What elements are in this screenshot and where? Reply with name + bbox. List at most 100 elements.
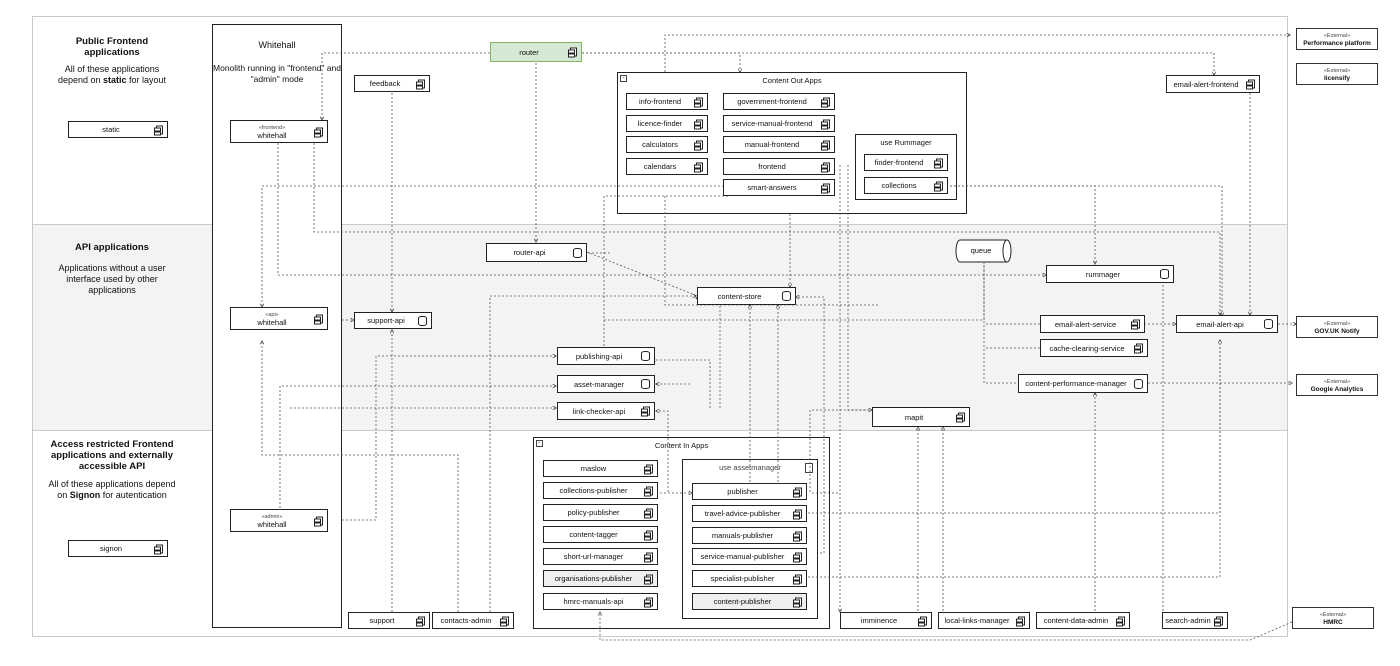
email-alert-service-component[interactable]: email-alert-service — [1040, 315, 1145, 333]
external-performance-platform[interactable]: «External»Performance platform — [1296, 28, 1378, 50]
whitehall-frontend-component[interactable]: «frontend»whitehall — [230, 120, 328, 143]
component-icon — [821, 97, 830, 107]
component-icon — [644, 508, 653, 518]
email-alert-api-component[interactable]: email-alert-api — [1176, 315, 1278, 333]
lane-api-desc: Applications without a user interface us… — [58, 263, 166, 295]
calculators-component[interactable]: calculators — [626, 136, 708, 153]
router-component[interactable]: router — [490, 42, 582, 62]
organisations-publisher-component[interactable]: organisations-publisher — [543, 570, 658, 587]
component-icon — [694, 140, 703, 150]
policy-publisher-component[interactable]: policy-publisher — [543, 504, 658, 521]
local-links-manager-component[interactable]: local-links-manager — [938, 612, 1030, 629]
signon-component[interactable]: signon — [68, 540, 168, 557]
short-url-manager-component[interactable]: short-url-manager — [543, 548, 658, 565]
asset-manager-component[interactable]: asset-manager — [557, 375, 655, 393]
component-icon — [1016, 616, 1025, 626]
component-icon — [694, 162, 703, 172]
content-store-component[interactable]: content-store — [697, 287, 796, 305]
calendars-component[interactable]: calendars — [626, 158, 708, 175]
manual-frontend-component[interactable]: manual-frontend — [723, 136, 835, 153]
external-govuk-notify[interactable]: «External»GOV.UK Notify — [1296, 316, 1378, 338]
link-checker-api-component[interactable]: link-checker-api — [557, 402, 655, 420]
external-google-analytics[interactable]: «External»Google Analytics — [1296, 374, 1378, 396]
component-icon — [154, 125, 163, 135]
content-performance-manager-component[interactable]: content-performance-manager — [1018, 374, 1148, 393]
lane-api-title: API applications — [75, 242, 149, 253]
publisher-component[interactable]: publisher — [692, 483, 807, 500]
content-data-admin-component[interactable]: content-data-admin — [1036, 612, 1130, 629]
component-icon — [1246, 79, 1255, 90]
queue-component[interactable]: queue — [955, 239, 1013, 263]
licence-finder-component[interactable]: licence-finder — [626, 115, 708, 132]
content-publisher-component[interactable]: content-publisher — [692, 593, 807, 610]
component-icon — [314, 314, 323, 324]
component-icon — [1134, 343, 1143, 354]
lane-api-text: API applications Applications without a … — [52, 242, 172, 296]
maslow-component[interactable]: maslow — [543, 460, 658, 477]
finder-frontend-component[interactable]: finder-frontend — [864, 154, 948, 171]
component-icon — [314, 127, 323, 137]
component-icon — [568, 47, 577, 58]
frontend-component[interactable]: frontend — [723, 158, 835, 175]
component-icon — [416, 79, 425, 89]
collections-publisher-component[interactable]: collections-publisher — [543, 482, 658, 499]
whitehall-admin-component[interactable]: «admin»whitehall — [230, 509, 328, 532]
component-icon — [641, 406, 650, 417]
collapse-icon: − — [620, 75, 627, 82]
component-icon — [1131, 319, 1140, 330]
service-manual-publisher-component[interactable]: service-manual-publisher — [692, 548, 807, 565]
component-icon — [793, 552, 802, 562]
rummager-component[interactable]: rummager — [1046, 265, 1174, 283]
feedback-component[interactable]: feedback — [354, 75, 430, 92]
component-icon — [793, 509, 802, 519]
hmrc-manuals-api-component[interactable]: hmrc-manuals-api — [543, 593, 658, 610]
database-icon — [418, 315, 427, 326]
whitehall-api-component[interactable]: «api»whitehall — [230, 307, 328, 330]
imminence-component[interactable]: imminence — [840, 612, 932, 629]
mapit-component[interactable]: mapit — [872, 407, 970, 427]
component-icon — [314, 516, 323, 526]
collapse-icon: − — [536, 440, 543, 447]
smart-answers-component[interactable]: smart-answers — [723, 179, 835, 196]
support-api-component[interactable]: support-api — [354, 312, 432, 329]
component-icon — [644, 597, 653, 607]
database-icon — [573, 247, 582, 258]
router-api-component[interactable]: router-api — [486, 243, 587, 262]
database-icon — [1160, 269, 1169, 279]
content-tagger-component[interactable]: content-tagger — [543, 526, 658, 543]
component-icon — [793, 574, 802, 584]
component-icon — [644, 486, 653, 496]
lane-public-desc: All of these applications depend on stat… — [57, 64, 167, 85]
support-component[interactable]: support — [348, 612, 430, 629]
component-icon — [821, 162, 830, 172]
email-alert-frontend-component[interactable]: email-alert-frontend — [1166, 75, 1260, 93]
travel-advice-publisher-component[interactable]: travel-advice-publisher — [692, 505, 807, 522]
specialist-publisher-component[interactable]: specialist-publisher — [692, 570, 807, 587]
component-icon — [154, 544, 163, 554]
service-manual-frontend-component[interactable]: service-manual-frontend — [723, 115, 835, 132]
search-admin-component[interactable]: search-admin — [1162, 612, 1228, 629]
external-hmrc[interactable]: «External»HMRC — [1292, 607, 1374, 629]
component-icon — [793, 487, 802, 497]
database-icon — [641, 379, 650, 389]
info-frontend-component[interactable]: info-frontend — [626, 93, 708, 110]
database-icon — [1134, 378, 1143, 389]
publishing-api-component[interactable]: publishing-api — [557, 347, 655, 365]
static-component[interactable]: static — [68, 121, 168, 138]
database-icon — [1264, 319, 1273, 329]
collections-component[interactable]: collections — [864, 177, 948, 194]
content-in-title: Content In Apps — [654, 441, 709, 450]
cache-clearing-service-component[interactable]: cache-clearing-service — [1040, 339, 1148, 357]
contacts-admin-component[interactable]: contacts-admin — [432, 612, 514, 629]
component-icon — [500, 616, 509, 626]
government-frontend-component[interactable]: government-frontend — [723, 93, 835, 110]
component-icon — [821, 119, 830, 129]
component-icon — [416, 616, 425, 626]
lane-restricted-desc: All of these applications depend on Sign… — [48, 479, 176, 500]
queue-cylinder-icon — [955, 239, 1012, 263]
component-icon — [1116, 616, 1125, 626]
manuals-publisher-component[interactable]: manuals-publisher — [692, 527, 807, 544]
external-licensify[interactable]: «External»licensify — [1296, 63, 1378, 85]
component-icon — [821, 183, 830, 193]
